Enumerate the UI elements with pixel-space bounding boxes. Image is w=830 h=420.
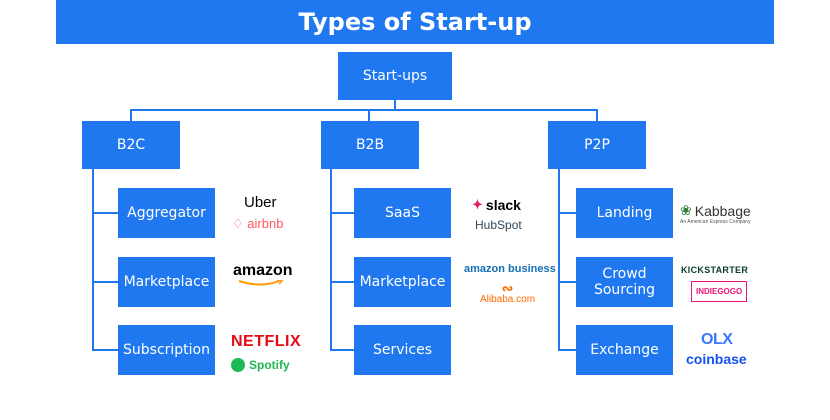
node-saas: SaaS bbox=[354, 188, 451, 238]
node-label: Services bbox=[372, 342, 433, 358]
title-banner: Types of Start-up bbox=[56, 0, 774, 44]
spotify-icon bbox=[231, 358, 245, 372]
spotify-logo: Spotify bbox=[231, 358, 290, 372]
amazon-logo: amazon bbox=[233, 262, 293, 286]
node-label: Landing bbox=[596, 205, 653, 221]
kabbage-leaf-icon: ❀ bbox=[680, 202, 692, 218]
connector-horizontal-bar bbox=[130, 109, 598, 111]
hubspot-logo: HubSpot bbox=[475, 218, 522, 232]
connector-b2b-marketplace bbox=[330, 281, 354, 283]
category-label: P2P bbox=[584, 137, 610, 153]
coinbase-logo: coinbase bbox=[686, 351, 747, 367]
kickstarter-logo: KICKSTARTER bbox=[681, 265, 748, 275]
kabbage-subtitle-text: An American Express Company bbox=[680, 219, 751, 225]
connector-b2b-down bbox=[368, 109, 370, 121]
connector-b2c-marketplace bbox=[92, 281, 118, 283]
connector-b2b-saas bbox=[330, 212, 354, 214]
spotify-logo-text: Spotify bbox=[249, 358, 290, 372]
connector-root-down bbox=[394, 100, 396, 110]
node-exchange: Exchange bbox=[576, 325, 673, 375]
node-label: SaaS bbox=[385, 205, 420, 221]
connector-p2p-landing bbox=[558, 212, 576, 214]
netflix-logo: NETFLIX bbox=[231, 333, 301, 351]
alibaba-logo: ∾ Alibaba.com bbox=[480, 280, 536, 305]
node-b2c-marketplace: Marketplace bbox=[118, 257, 215, 307]
amazon-business-logo-text: amazon business bbox=[464, 263, 556, 275]
slack-logo: ✦ slack bbox=[472, 197, 521, 213]
netflix-logo-text: NETFLIX bbox=[231, 333, 302, 350]
node-label: Exchange bbox=[590, 342, 659, 358]
category-node-b2c: B2C bbox=[82, 121, 180, 169]
connector-b2b-services bbox=[330, 349, 354, 351]
amazon-smile-icon bbox=[238, 280, 284, 286]
node-label: Marketplace bbox=[123, 274, 210, 290]
airbnb-logo: ♢ airbnb bbox=[232, 216, 283, 232]
node-subscription: Subscription bbox=[118, 325, 215, 375]
connector-b2b-vertical bbox=[330, 169, 332, 351]
node-crowd-sourcing: Crowd Sourcing bbox=[576, 257, 673, 307]
hubspot-logo-text: HubSpot bbox=[475, 218, 522, 232]
alibaba-logo-text: Alibaba.com bbox=[480, 294, 536, 305]
node-label: Crowd Sourcing bbox=[593, 266, 656, 298]
category-label: B2B bbox=[355, 137, 385, 153]
airbnb-logo-text: airbnb bbox=[247, 216, 284, 231]
coinbase-logo-text: coinbase bbox=[686, 351, 747, 367]
connector-b2c-vertical bbox=[92, 169, 94, 351]
category-node-b2b: B2B bbox=[321, 121, 419, 169]
node-label: Subscription bbox=[123, 342, 210, 358]
connector-b2c-aggregator bbox=[92, 212, 118, 214]
node-services: Services bbox=[354, 325, 451, 375]
slack-icon: ✦ bbox=[472, 197, 483, 212]
connector-b2c-subscription bbox=[92, 349, 118, 351]
node-landing: Landing bbox=[576, 188, 673, 238]
root-node: Start-ups bbox=[338, 52, 452, 100]
node-label: Aggregator bbox=[127, 205, 206, 221]
olx-logo: OLX bbox=[701, 331, 733, 349]
indiegogo-logo-text: INDIEGOGO bbox=[696, 287, 743, 296]
connector-b2c-down bbox=[130, 109, 132, 121]
connector-p2p-exchange bbox=[558, 349, 576, 351]
uber-logo: Uber bbox=[244, 194, 277, 211]
uber-logo-text: Uber bbox=[244, 194, 277, 211]
node-label: Marketplace bbox=[359, 274, 446, 290]
kickstarter-logo-text: KICKSTARTER bbox=[681, 265, 749, 275]
indiegogo-logo: INDIEGOGO bbox=[691, 281, 748, 302]
amazon-logo-text: amazon bbox=[233, 262, 293, 279]
node-aggregator: Aggregator bbox=[118, 188, 215, 238]
root-node-label: Start-ups bbox=[362, 68, 428, 84]
category-node-p2p: P2P bbox=[548, 121, 646, 169]
node-b2b-marketplace: Marketplace bbox=[354, 257, 451, 307]
olx-logo-text: OLX bbox=[701, 331, 733, 348]
amazon-business-logo: amazon business bbox=[464, 263, 556, 275]
kabbage-logo-text: Kabbage bbox=[694, 202, 751, 219]
alibaba-icon: ∾ bbox=[501, 280, 514, 296]
connector-p2p-crowd bbox=[558, 281, 576, 283]
airbnb-icon: ♢ bbox=[232, 216, 244, 231]
slack-logo-text: slack bbox=[485, 197, 521, 213]
page-title: Types of Start-up bbox=[298, 8, 532, 36]
connector-p2p-down bbox=[596, 109, 598, 121]
kabbage-subtitle: An American Express Company bbox=[680, 219, 751, 225]
connector-p2p-vertical bbox=[558, 169, 560, 351]
category-label: B2C bbox=[116, 137, 146, 153]
kabbage-logo: ❀ Kabbage bbox=[680, 202, 751, 219]
